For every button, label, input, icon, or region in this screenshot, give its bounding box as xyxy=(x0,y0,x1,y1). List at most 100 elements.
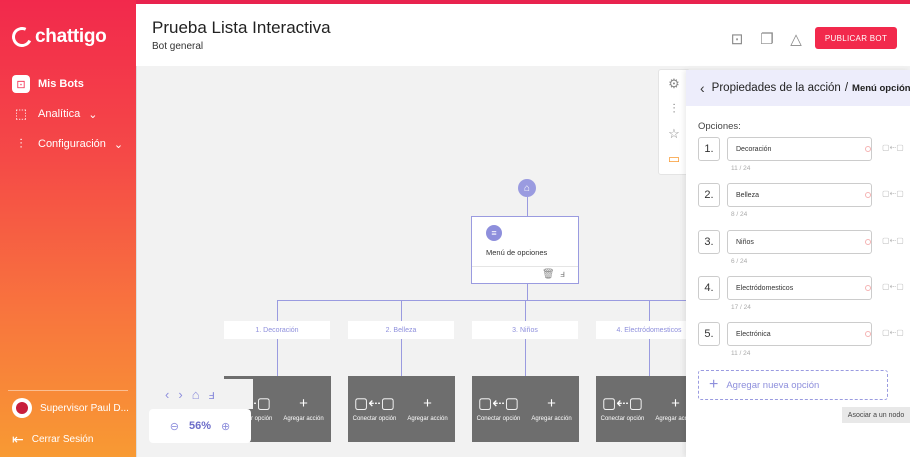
panel-subtitle: Menú opción xyxy=(852,82,910,94)
gear-icon[interactable]: ⚙ xyxy=(668,76,680,91)
add-action-button[interactable]: + Agregar acción xyxy=(525,376,578,442)
add-option-button[interactable]: + Agregar nueva opción xyxy=(698,370,888,400)
connect-icon: ▢⇠▢ xyxy=(478,394,519,412)
home-node-icon[interactable]: ⌂ xyxy=(518,179,536,197)
plus-icon: + xyxy=(709,376,719,393)
char-counter: 8 / 24 xyxy=(731,211,748,218)
sidebar-item-analitica[interactable]: ⬚ Analítica ⌄ xyxy=(12,105,98,123)
home-icon[interactable]: ⌂ xyxy=(191,386,200,402)
hand-icon[interactable]: ⅎ xyxy=(560,269,565,280)
header: Prueba Lista Interactiva Bot general ⊡ ❐… xyxy=(136,4,910,66)
zoom-level: 56% xyxy=(188,420,212,432)
copy-icon[interactable]: ❐ xyxy=(760,31,774,48)
option-input[interactable]: Niños xyxy=(727,230,872,254)
add-action-button[interactable]: + Agregar acción xyxy=(649,376,702,442)
user-name: Supervisor Paul D... xyxy=(40,402,129,414)
char-counter: 6 / 24 xyxy=(731,258,748,265)
options-label: Opciones: xyxy=(698,121,741,132)
link-node-icon[interactable]: ▢⇠▢ xyxy=(882,143,904,152)
option-number: 5. xyxy=(698,322,720,346)
sidebar-item-mis-bots[interactable]: ⊡ Mis Bots xyxy=(12,75,84,93)
menu-node[interactable]: ≡ Menú de opciones 🗑 ⅎ xyxy=(471,216,579,284)
plus-icon: + xyxy=(423,394,432,412)
option-node-label[interactable]: 4. Electródomesticos xyxy=(596,321,702,339)
link-node-icon[interactable]: ▢⇠▢ xyxy=(882,236,904,245)
status-dot-icon xyxy=(865,146,871,152)
option-node-label[interactable]: 2. Belleza xyxy=(348,321,454,339)
chat-icon[interactable]: ▭ xyxy=(667,151,681,166)
plus-icon: + xyxy=(671,394,680,412)
plus-icon: + xyxy=(299,394,308,412)
status-dot-icon xyxy=(865,192,871,198)
option-input[interactable]: Electrónica xyxy=(727,322,872,346)
option-row: 2. Belleza 8 / 24 ▢⇠▢ xyxy=(698,183,904,227)
robot-icon: ⊡ xyxy=(12,75,30,93)
connect-option-label: Conectar opción xyxy=(476,415,521,422)
sidebar-item-label: Mis Bots xyxy=(38,78,84,90)
logout-icon: ⇤ xyxy=(12,431,24,447)
option-number: 1. xyxy=(698,137,720,161)
connect-icon: ▢⇠▢ xyxy=(602,394,643,412)
connector-line xyxy=(277,300,737,301)
action-properties-panel: ‹ Propiedades de la acción / Menú opción… xyxy=(686,70,910,457)
robot-icon[interactable]: ⊡ xyxy=(730,31,744,48)
option-row: 5. Electrónica 11 / 24 ▢⇠▢ xyxy=(698,322,904,366)
char-counter: 11 / 24 xyxy=(731,165,751,172)
hand-icon[interactable]: ⅎ xyxy=(208,386,215,402)
connector-line xyxy=(649,300,650,321)
chevron-down-icon: ⌄ xyxy=(88,108,98,121)
status-dot-icon xyxy=(865,285,871,291)
option-row: 3. Niños 6 / 24 ▢⇠▢ xyxy=(698,230,904,274)
add-action-label: Agregar acción xyxy=(655,415,696,422)
warning-icon[interactable]: △ xyxy=(790,31,802,48)
add-action-label: Agregar acción xyxy=(407,415,448,422)
back-icon[interactable]: ‹ xyxy=(700,80,705,96)
panel-title: Propiedades de la acción xyxy=(711,82,841,94)
connector-line xyxy=(401,300,402,321)
page-title: Prueba Lista Interactiva xyxy=(152,18,331,37)
connect-option-button[interactable]: ▢⇠▢ Conectar opción xyxy=(596,376,649,442)
trash-icon[interactable]: 🗑 xyxy=(542,269,555,280)
connect-option-button[interactable]: ▢⇠▢ Conectar opción xyxy=(472,376,525,442)
option-input[interactable]: Decoración xyxy=(727,137,872,161)
connector-line xyxy=(527,284,528,300)
sidebar-item-configuracion[interactable]: ⫶ Configuración ⌄ xyxy=(12,135,123,153)
chattigo-logo[interactable]: chattigo xyxy=(9,24,107,50)
option-card: ▢⇠▢ Conectar opción + Agregar acción xyxy=(596,376,703,442)
connector-line xyxy=(527,197,528,216)
option-card: ▢⇠▢ Conectar opción + Agregar acción xyxy=(348,376,455,442)
avatar xyxy=(12,398,32,418)
logout-button[interactable]: ⇤ Cerrar Sesión xyxy=(12,431,93,448)
zoom-out-icon[interactable]: ⊖ xyxy=(169,420,179,433)
sliders-icon[interactable]: ⫶ xyxy=(672,101,676,116)
star-icon[interactable]: ☆ xyxy=(668,126,680,141)
link-node-icon[interactable]: ▢⇠▢ xyxy=(882,282,904,291)
char-counter: 11 / 24 xyxy=(731,350,751,357)
option-input[interactable]: Belleza xyxy=(727,183,872,207)
link-node-icon[interactable]: ▢⇠▢ xyxy=(882,328,904,337)
plus-icon: + xyxy=(547,394,556,412)
connector-line xyxy=(525,339,526,376)
zoom-in-icon[interactable]: ⊕ xyxy=(221,420,231,433)
option-node-label[interactable]: 1. Decoración xyxy=(224,321,330,339)
connect-option-button[interactable]: ▢⇠▢ Conectar opción xyxy=(348,376,401,442)
char-counter: 17 / 24 xyxy=(731,304,751,311)
connector-line xyxy=(649,339,650,376)
status-dot-icon xyxy=(865,331,871,337)
sidebar-divider xyxy=(8,390,128,391)
connector-line xyxy=(277,300,278,321)
chevron-right-icon[interactable]: › xyxy=(178,386,183,402)
add-action-button[interactable]: + Agregar acción xyxy=(401,376,454,442)
option-node-label[interactable]: 3. Niños xyxy=(472,321,578,339)
link-node-icon[interactable]: ▢⇠▢ xyxy=(882,189,904,198)
tooltip-associate-node: Asociar a un nodo xyxy=(842,407,910,423)
publish-bot-button[interactable]: PUBLICAR BOT xyxy=(815,27,897,49)
sliders-icon: ⫶ xyxy=(19,136,23,151)
user-profile[interactable]: Supervisor Paul D... xyxy=(12,398,129,418)
add-action-button[interactable]: + Agregar acción xyxy=(277,376,330,442)
connector-line xyxy=(277,339,278,376)
option-input[interactable]: Electródomesticos xyxy=(727,276,872,300)
add-action-label: Agregar acción xyxy=(283,415,324,422)
chevron-left-icon[interactable]: ‹ xyxy=(165,386,170,402)
option-number: 2. xyxy=(698,183,720,207)
